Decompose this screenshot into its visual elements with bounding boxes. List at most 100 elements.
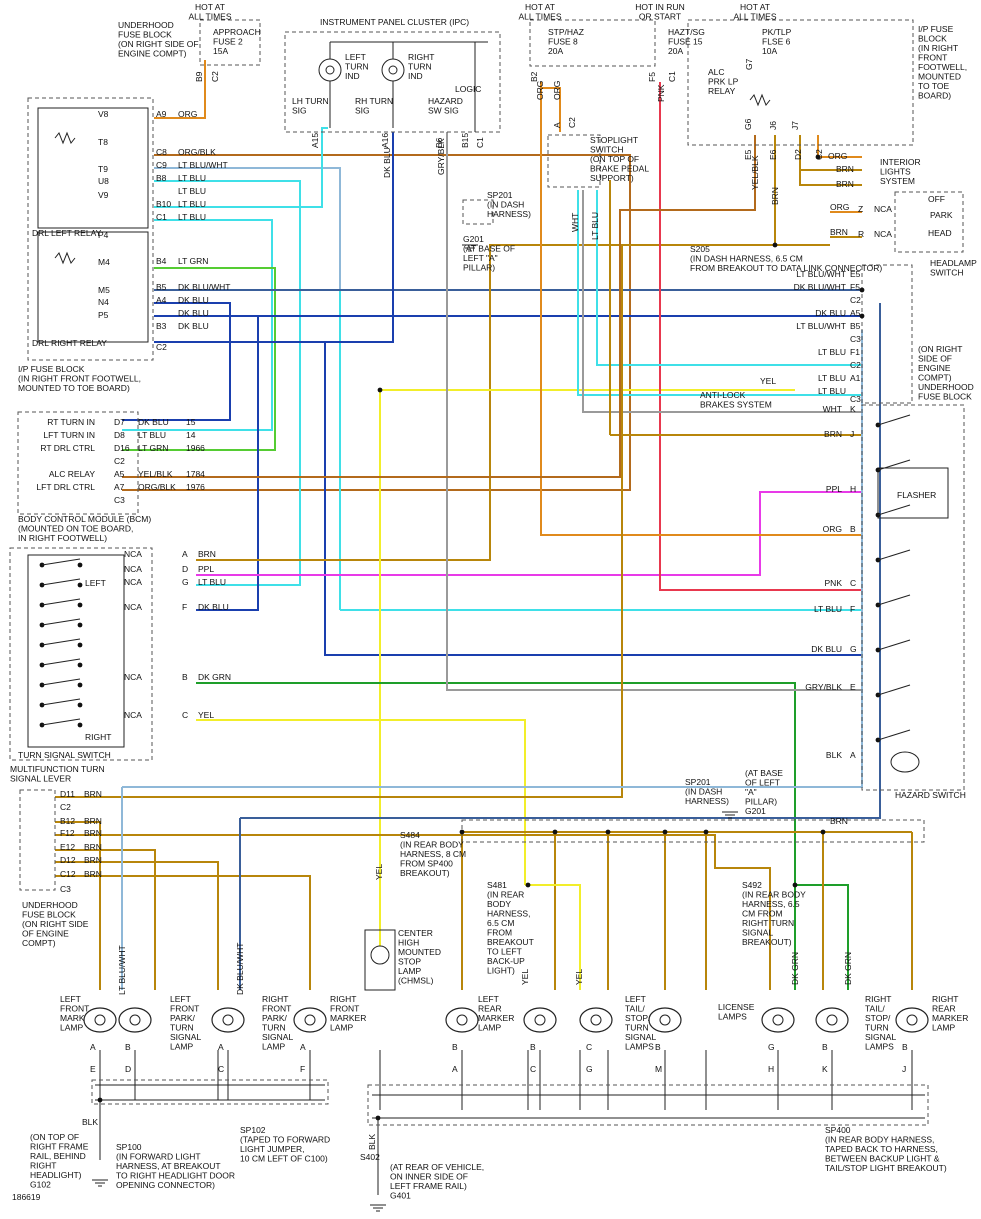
label-license-line: LAMPS: [718, 1012, 747, 1022]
fuse-approach-line: 15A: [213, 46, 228, 56]
label-head: HEAD: [928, 228, 952, 238]
label-ip-fuse-block-left-line: (IN RIGHT FRONT FOOTWELL,: [18, 374, 141, 384]
label-stoplight-switch-line: BRAKE PEDAL: [590, 164, 649, 174]
lamp-bulb: [761, 1007, 795, 1033]
indicator-filament-icon: [325, 65, 335, 75]
turn-switch-pin: G: [182, 577, 189, 587]
underhood-pin: A1: [850, 373, 861, 383]
fuse-haztsg-line: 20A: [668, 46, 683, 56]
fuse-stphaz-line: STP/HAZ: [548, 27, 584, 37]
label-underhood-right-line: (ON RIGHT: [918, 344, 962, 354]
wire-dkgrn-r: [795, 884, 849, 990]
label-alc-relay-line: RELAY: [708, 86, 736, 96]
wire-brn-f12: [55, 834, 771, 990]
label-lf-marker-line: FRONT: [60, 1004, 89, 1014]
wire-tag-vertical: YEL: [520, 969, 530, 985]
label-g401-line: ON INNER SIDE OF: [390, 1172, 468, 1182]
lamp-pin: B: [125, 1042, 131, 1052]
label-chmsl-line: LAMP: [398, 966, 421, 976]
label-g201-mid-line: PILLAR): [745, 797, 777, 807]
relay-pin: T8: [98, 137, 108, 147]
turn-switch-color: DK GRN: [198, 672, 231, 682]
label-right-turn-ind-line: TURN: [408, 62, 432, 72]
hazard-color: PPL: [826, 484, 842, 494]
turn-switch-color: DK BLU: [198, 602, 229, 612]
approach-fuse-box: [199, 19, 261, 66]
contact-dot: [77, 642, 83, 648]
label-alc-relay-line: ALC: [708, 67, 725, 77]
lower-fuse-color: BRN: [84, 828, 102, 838]
label-underhood-right-line: ENGINE: [918, 363, 951, 373]
wire-tag-vertical: GRY/BLK: [436, 138, 446, 175]
label-sp400-line: BETWEEN BACKUP LIGHT &: [825, 1154, 940, 1164]
lamp-pin: B: [822, 1042, 828, 1052]
label-rf-park-line: LAMP: [262, 1042, 285, 1052]
label-underhood-top-line: UNDERHOOD: [118, 20, 174, 30]
label-rf-park-line: PARK/: [262, 1013, 288, 1023]
wire-yel-blk: [122, 135, 756, 478]
wire-tag-brn-r: BRN: [830, 227, 848, 237]
indicator-bulb-icon: [318, 58, 342, 82]
switch-blade: [41, 598, 81, 606]
hazard-color: BRN: [824, 429, 842, 439]
fuse-pktlp-line: FLSE 6: [762, 37, 791, 47]
label-s205-line: FROM BREAKOUT TO DATA LINK CONNECTOR): [690, 263, 882, 273]
switch-blade: [877, 504, 911, 516]
lamp-pin: A: [218, 1042, 224, 1052]
ip-fuse-color: DK BLU: [178, 321, 209, 331]
label-s481-line: (IN REAR: [487, 890, 524, 900]
label-g401-line: LEFT FRAME RAIL): [390, 1181, 467, 1191]
hazard-lamp-icon: [890, 751, 920, 773]
turn-switch-pin: A: [182, 549, 188, 559]
ip-fuse-color: ORG/BLK: [178, 147, 216, 157]
underhood-color: DK BLU/WHT: [794, 282, 846, 292]
relay-pin: M4: [98, 257, 110, 267]
bcm-row-color: ORG/BLK: [138, 482, 176, 492]
turn-switch-pin: D: [182, 564, 188, 574]
chmsl-box: [364, 929, 396, 991]
bcm-row-pin: D8: [114, 430, 125, 440]
wire-tag-vertical: YEL/BLK: [750, 155, 760, 190]
turn-switch-color: BRN: [198, 549, 216, 559]
label-s484-line: (IN REAR BODY: [400, 840, 464, 850]
lamp-filament-icon: [826, 1014, 838, 1026]
wire-dkblu-f: [196, 316, 259, 611]
splice-dot: [375, 1115, 381, 1121]
wire-tag-vertical: WHT: [570, 213, 580, 232]
splice-dot: [605, 829, 611, 835]
label-s481-line: FROM: [487, 928, 512, 938]
lamp-bulb: [895, 1007, 929, 1033]
label-abs-line: ANTI-LOCK: [700, 390, 746, 400]
contact-dot: [77, 602, 83, 608]
label-s205-line: (IN DASH HARNESS, 6.5 CM: [690, 254, 803, 264]
label-rf-marker-line: FRONT: [330, 1004, 359, 1014]
label-g102-line: RIGHT: [30, 1161, 56, 1171]
switch-blade: [877, 729, 911, 741]
label-chmsl-line: CENTER: [398, 928, 433, 938]
label-headlamp-switch-line: SWITCH: [930, 268, 964, 278]
wire-gry-blk: [446, 132, 862, 691]
bcm-row-color: YEL/BLK: [138, 469, 173, 479]
wire-tag-vertical: DK BLU/WHT: [235, 943, 245, 995]
label-lf-marker-line: LEFT: [60, 994, 81, 1004]
label-sp201-top-line: HARNESS): [487, 209, 531, 219]
turn-switch-color: PPL: [198, 564, 214, 574]
label-ip-fuse-block-right-line: FRONT: [918, 53, 947, 63]
label-off: OFF: [928, 194, 945, 204]
label-rf-park-line: SIGNAL: [262, 1032, 293, 1042]
label-rf-marker-line: RIGHT: [330, 994, 356, 1004]
lamp-bulb: [445, 1007, 479, 1033]
label-s492-line: SIGNAL: [742, 928, 773, 938]
label-g102-line: RAIL, BEHIND: [30, 1151, 86, 1161]
bcm-row-circuit: 1784: [186, 469, 205, 479]
hazard-pin: F: [850, 604, 855, 614]
fuse-haztsg-line: FUSE 15: [668, 37, 703, 47]
switch-blade: [41, 698, 81, 706]
header-hot-3-line: HOT AT: [740, 2, 770, 12]
ip-fuse-color: LT BLU: [178, 212, 206, 222]
pin-tag: A16: [380, 133, 390, 148]
